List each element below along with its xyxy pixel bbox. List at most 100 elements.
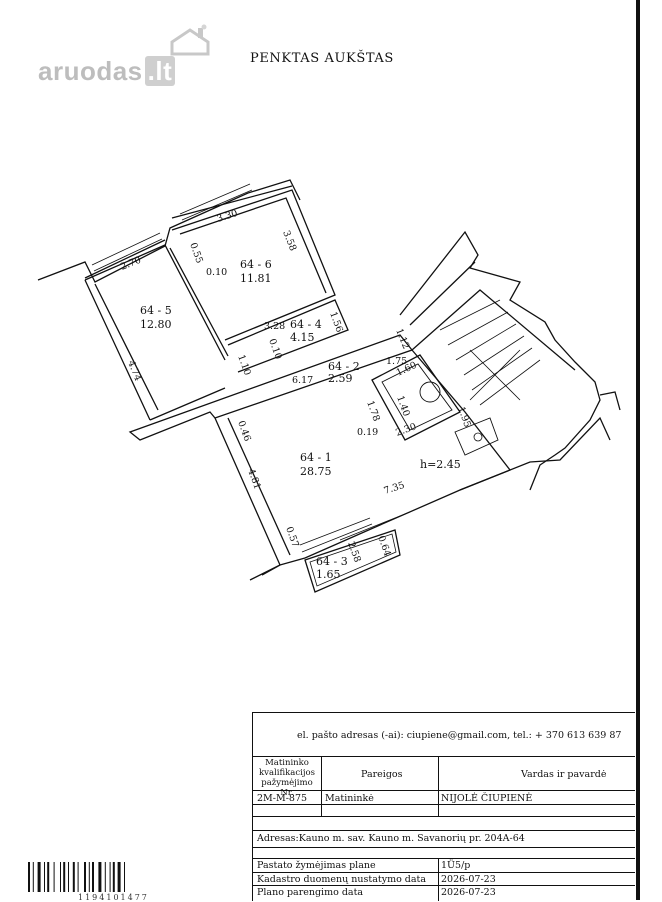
ceiling-height: h=2.45 (420, 458, 461, 471)
dim-1-75: 1.75 (386, 356, 407, 367)
position-value: Matininkė (325, 793, 374, 804)
room-64-2-id: 64 - 2 (328, 360, 360, 373)
barcode-number: 1194101477 (78, 893, 149, 902)
barcode-bar (60, 862, 61, 892)
barcode-bar (124, 862, 125, 892)
wall-right-frag (599, 391, 621, 411)
wall-outer-top (37, 179, 301, 283)
dim-1-95: 1.95 (455, 405, 473, 429)
dim-0-10-a: 0.10 (206, 267, 227, 278)
barcode-bar (68, 862, 69, 892)
room-64-1-walls (214, 349, 512, 566)
fixture-circle (419, 381, 441, 403)
dim-4-74: 4.74 (125, 359, 143, 383)
window-bottom (299, 511, 411, 553)
barcode-bar (92, 862, 94, 892)
row-value-1: 1Ü5/p (441, 860, 471, 871)
logo: aruodas.lt (38, 56, 176, 87)
floor-plan: 64 - 5 12.80 64 - 6 11.81 64 - 4 4.15 64… (37, 179, 621, 593)
room-64-5-inner (94, 247, 229, 411)
stair-treads (439, 299, 541, 406)
dim-4-81: 4.81 (245, 467, 263, 491)
window-top-1 (91, 232, 163, 272)
barcode-bar (84, 862, 86, 892)
wall-outer-top-inner (84, 185, 293, 279)
stair-outer (399, 230, 601, 491)
room-64-6-id: 64 - 6 (240, 258, 272, 271)
dim-0-55: 0.55 (187, 241, 205, 265)
balcony-64-3 (304, 529, 401, 593)
barcode-bar (63, 862, 66, 892)
logo-house-icon (170, 24, 210, 56)
page-border (636, 0, 640, 900)
barcode-bar (47, 862, 50, 892)
barcode-bar (53, 862, 55, 892)
cert-header: Matininko kvalifikacijos pažymėjimo Nr. (259, 758, 315, 798)
name-header: Vardas ir pavardė (521, 769, 607, 780)
balcony-inner (309, 533, 397, 587)
room-64-4-area: 4.15 (290, 331, 315, 344)
barcode-bar (112, 862, 115, 892)
contact-line: el. pašto adresas (-ai): ciupiene@gmail.… (297, 730, 622, 741)
barcode-bar (32, 862, 34, 892)
row-label-3: Plano parengimo data (257, 887, 364, 898)
title-block: el. pašto adresas (-ai): ciupiene@gmail.… (252, 712, 635, 901)
room-64-5-area: 12.80 (140, 318, 172, 331)
cert-number: 2M-M-875 (257, 793, 308, 804)
room-64-2-inner (381, 363, 453, 431)
room-64-6-inner (179, 197, 327, 294)
room-64-2-walls (371, 354, 461, 441)
row-label-1: Pastato žymėjimas plane (257, 860, 376, 871)
room-64-2-area: 2.59 (328, 372, 353, 385)
room-64-6-area: 11.81 (240, 272, 272, 285)
room-64-3-id: 64 - 3 (316, 555, 348, 568)
barcode-bar (104, 862, 106, 892)
barcode-bar (44, 862, 45, 892)
dim-6-17: 6.17 (292, 375, 313, 386)
stove-burner (473, 432, 483, 442)
dim-1-56: 1.56 (327, 310, 345, 334)
dim-7-35: 7.35 (383, 480, 407, 497)
surveyor-name: NIJOLĖ ČIUPIENĖ (441, 793, 533, 804)
dim-0-64: 0.64 (375, 534, 393, 558)
room-64-4-id: 64 - 4 (290, 318, 322, 331)
dim-0-19: 0.19 (357, 427, 378, 438)
room-64-1-inner (227, 417, 291, 556)
barcode-bar (72, 862, 75, 892)
row-value-3: 2026-07-23 (441, 887, 496, 898)
barcode-bar (98, 862, 102, 892)
stair-arrow (469, 349, 521, 401)
dim-1-10: 1.10 (235, 353, 253, 377)
dim-1-40: 1.40 (394, 394, 412, 418)
window-top-2 (179, 183, 253, 221)
dim-2-30: 2.30 (394, 421, 418, 439)
floor-title: PENKTAS AUKŠTAS (250, 51, 394, 66)
barcode-bar (28, 862, 30, 892)
barcode-bar (88, 862, 90, 892)
row-value-2: 2026-07-23 (441, 874, 496, 885)
room-64-4-walls (227, 299, 349, 373)
room-64-5-id: 64 - 5 (140, 304, 172, 317)
barcode-bar (37, 862, 41, 892)
room-64-5-walls (84, 244, 226, 421)
row-label-2: Kadastro duomenų nustatymo data (257, 874, 427, 885)
barcode-bar (109, 862, 111, 892)
dim-3-28: 3.28 (264, 321, 285, 332)
dim-1-12: 1.12 (393, 327, 411, 351)
barcode-bar (77, 862, 79, 892)
stair-inner (409, 261, 576, 371)
kitchen-counter (454, 417, 499, 456)
position-header: Pareigos (361, 769, 403, 780)
dim-1-78: 1.78 (364, 399, 382, 423)
room-64-1-id: 64 - 1 (300, 451, 332, 464)
wall-lower-right (459, 416, 611, 491)
dim-3-30: 3.30 (216, 208, 240, 225)
room-64-3-area: 1.65 (316, 568, 341, 581)
room-64-1-area: 28.75 (300, 465, 332, 478)
barcode-bar (117, 862, 121, 892)
dim-0-10-b: 0.10 (266, 337, 284, 361)
wall-bottom-left (249, 564, 281, 581)
room-64-6-walls (171, 189, 336, 341)
barcode (28, 862, 125, 892)
dim-2-58: 2.58 (345, 540, 363, 564)
